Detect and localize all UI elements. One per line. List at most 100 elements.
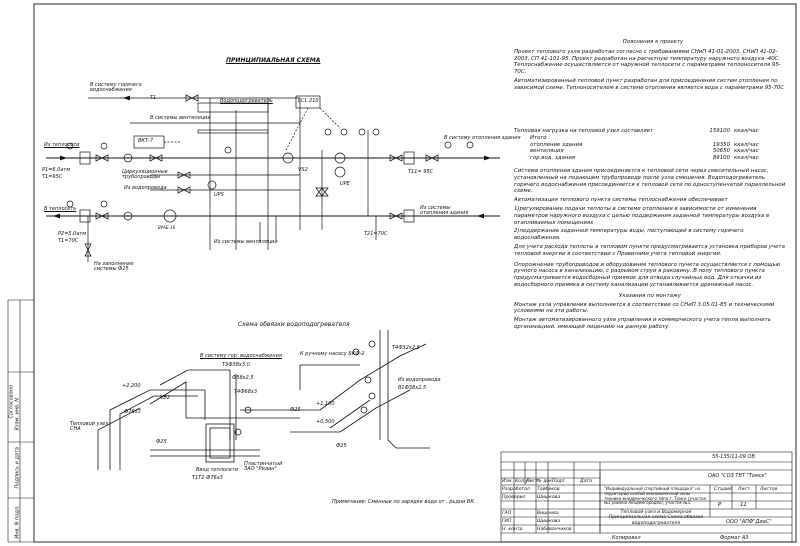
tb-org: ОАО "СОЗ ТВТ "Томск" <box>708 473 767 479</box>
tb-person: Набиванчиков <box>537 527 572 532</box>
label-r-2200: +2,200 <box>122 383 141 389</box>
label-t11: Т11= 95С <box>408 169 434 175</box>
label-r-hw: В систему гор. водоснабжения <box>200 353 282 359</box>
label-from-water: Из водопровода <box>124 185 167 191</box>
loads-row-label: отопление здания <box>530 141 583 148</box>
label-fill: На заполнение системы Ф25 <box>94 261 134 272</box>
label-r-0500: +0,500 <box>316 419 335 425</box>
label-r-t3: Т3Ф38х3.0 <box>222 362 250 368</box>
tb-hdr: Лист <box>526 479 538 484</box>
tb-sheet: 11 <box>740 502 747 508</box>
label-upe: UPE <box>340 181 350 187</box>
loads-row-value: 89100 <box>712 155 730 162</box>
tb-person: Шишкова <box>537 519 561 524</box>
label-r-water: Из водопровода <box>398 377 441 383</box>
label-ba: ВРАБ-16 <box>158 225 176 230</box>
tb-hdr: Дата <box>580 479 592 484</box>
notes-p7: Для учета расхода теплоты в тепловом пун… <box>514 243 785 257</box>
notes-title: Пояснения к проекту <box>622 39 684 45</box>
label-r-b1: В1Ф38х2,5 <box>398 385 427 391</box>
tb-sheet-name: Тепловой узел и Водомерная Принципиальна… <box>608 510 704 526</box>
tb-copy: Копировал <box>612 535 641 541</box>
label-vkt: ВКТ-7 <box>138 138 154 144</box>
loads-head: Тепловая нагрузка на тепловой узел соста… <box>514 128 654 134</box>
loads-incl-row: Итого : <box>514 135 786 142</box>
notes-block: Пояснения к проекту Проект теплового узл… <box>514 38 792 94</box>
tb-sheet-h: Лист <box>738 487 750 492</box>
label-to-heat-sys: В систему отопления здания <box>444 135 521 141</box>
tb-role: ГАП <box>502 511 512 516</box>
loads-row-label: вентиляция <box>530 148 564 155</box>
routing-title: Схема обвязки водоподогревателя <box>238 321 350 328</box>
label-r-t4-68: Т4Ф68х3 <box>234 389 258 395</box>
label-t21: Т21=70С <box>364 231 388 237</box>
tb-hdr: Кол.уч <box>515 479 531 484</box>
label-r-t4: Т4Ф32х2,5 <box>392 345 420 351</box>
label-vent1: В системы вентиляции <box>150 115 211 121</box>
tb-person: Вишнева <box>537 511 559 516</box>
notes-p3: Система отопления здания присоединяется … <box>514 167 786 195</box>
label-r-1100: +1,100 <box>316 401 335 407</box>
tb-sheets-h: Листов <box>760 487 778 492</box>
label-ecl: ECL 210 <box>298 98 319 104</box>
notes-p1: Проект теплового узла разработан согласн… <box>514 48 781 76</box>
loads-row: отопление здания 19350 ккал/час <box>514 142 786 149</box>
tb-hdr: Подп. <box>552 479 566 484</box>
label-circulation: Циркуляционные трубопроводы <box>122 169 168 180</box>
label-vent2: Из системы вентиляции <box>214 239 278 245</box>
label-hw-supply: В систему горячего водоснабжения <box>90 82 142 93</box>
side-sign: Подпись и дата <box>14 447 21 489</box>
tb-code: 55-135/11-09 ОВ <box>712 454 755 460</box>
label-r-node: Тепловой узел СНА <box>70 421 109 432</box>
loads-row: гор.вод. здания 89100 ккал/час <box>514 155 786 162</box>
loads-row-value: 50650 <box>712 148 730 155</box>
mount-title: Указания по монтажу <box>619 292 681 299</box>
label-r-pump: К ручному насосу БКФ-2 <box>300 351 365 357</box>
tb-person: Шишкова <box>537 495 561 500</box>
loads-total: 159100 <box>709 128 730 134</box>
tb-format: Формат А3 <box>720 535 749 541</box>
label-from-heat-sys: Из системы отопления здания <box>420 205 469 216</box>
side-inv2: Инв. N подл. <box>14 505 21 539</box>
label-r-d25: Ф25 <box>290 407 301 413</box>
label-inlet: Из теплосети <box>44 142 80 148</box>
label-return: В теплосеть <box>44 206 77 212</box>
notes-p4: Автоматизация теплового пункта системы т… <box>514 197 728 204</box>
label-r-d76: Ф76х3 <box>124 409 141 415</box>
notes-p10: Монтаж автоматизированного узла управлен… <box>514 317 771 330</box>
label-vs2: VS2 <box>298 167 308 173</box>
tb-hdr: Изм. <box>502 479 513 484</box>
tb-role: ГИП <box>502 519 512 524</box>
notes-p2: Автоматизированный тепловой пункт разраб… <box>514 77 785 91</box>
tb-role: Н. контр <box>502 527 523 532</box>
label-r-vb2: VB2 <box>160 395 171 401</box>
label-r-t1t2: Т1Т2 Ф76х3 <box>192 475 223 481</box>
tb-company: ООО "АПФ"ДиаС" <box>726 519 772 525</box>
label-ups: UPS <box>214 192 224 198</box>
loads-total-unit: ккал/час <box>734 128 759 134</box>
label-t1-95: Т1=95С <box>42 174 63 180</box>
tb-project: "Индивидуальный спортивный площадка" на … <box>604 486 707 506</box>
tb-stage-h: Стадия <box>714 487 732 492</box>
loads-row-value: 19350 <box>712 141 730 148</box>
loads-incl: Итого : <box>530 134 551 141</box>
label-p2: Р2=5,0атм <box>58 231 87 237</box>
notes-p6: 2)поддержание заданной температуры воды,… <box>514 228 744 242</box>
notes-p8: Опорожнение трубопроводов и оборудования… <box>514 261 781 288</box>
label-r-d58: Ф58х2,5 <box>232 375 254 381</box>
side-inv: Взам. инв. N <box>14 398 21 431</box>
loads-table: Тепловая нагрузка на тепловой узел соста… <box>514 128 786 331</box>
label-r-plate: Пластинчатый ЗАО "Ридан" <box>244 461 283 472</box>
loads-total-row: Тепловая нагрузка на тепловой узел соста… <box>514 128 786 135</box>
tb-role: Проверил <box>502 495 526 500</box>
label-t1-out: Т1 <box>150 95 157 101</box>
loads-row-unit: ккал/час <box>734 148 759 155</box>
label-r-in: Ввод теплосети <box>196 467 238 473</box>
loads-row-unit: ккал/час <box>734 141 759 148</box>
loads-row-label: гор.вод. здания <box>530 155 576 162</box>
loads-row-unit: ккал/час <box>734 155 759 162</box>
label-heat-exchanger: Водоподогреватель <box>220 98 273 104</box>
routing-note: Примечание: Сменные по зарядке вода от .… <box>332 499 476 505</box>
tb-person: Тайбеков <box>537 487 560 492</box>
